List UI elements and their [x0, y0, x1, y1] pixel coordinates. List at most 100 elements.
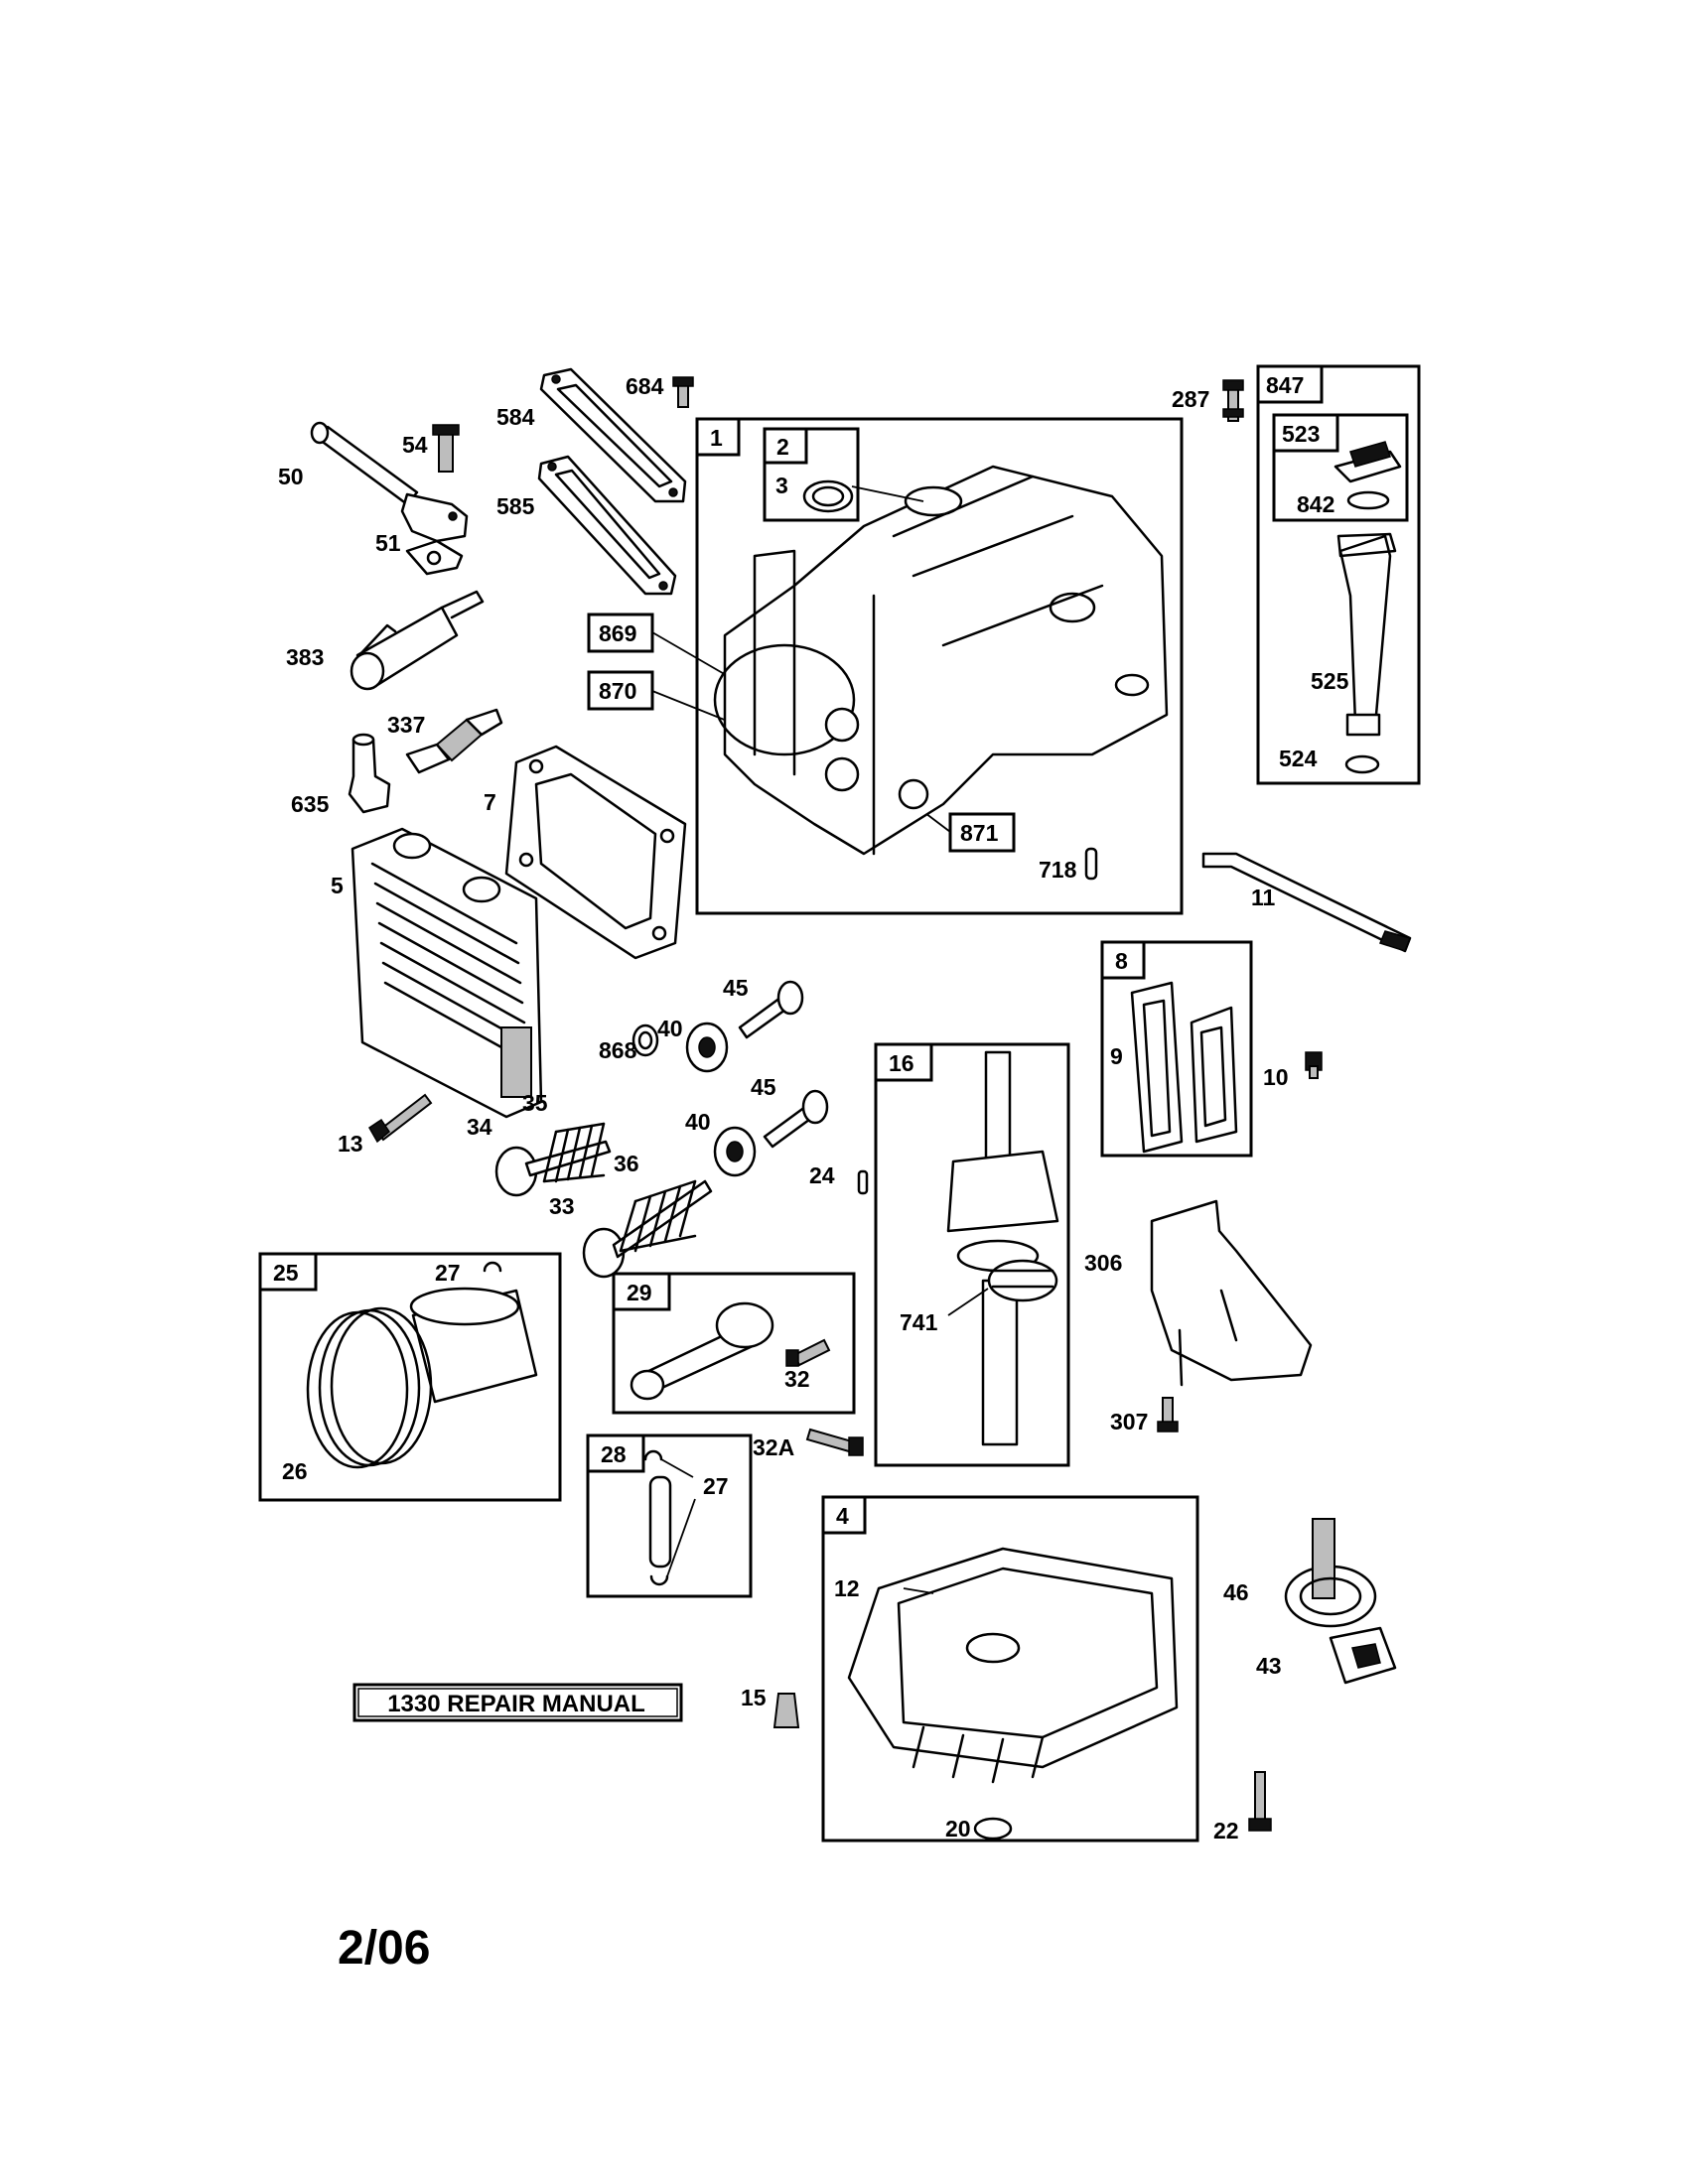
part-524-oring: [1344, 754, 1380, 774]
label-33: 33: [549, 1193, 575, 1219]
label-34: 34: [467, 1114, 492, 1140]
part-45-intake-valve: [738, 980, 804, 1039]
label-524: 524: [1279, 746, 1318, 771]
label-36: 36: [614, 1151, 639, 1176]
label-46: 46: [1223, 1579, 1249, 1605]
repair-manual-label: 1330 REPAIR MANUAL: [387, 1691, 645, 1717]
part-684-screw: [672, 376, 694, 408]
part-585-gasket: [537, 455, 677, 596]
frame-4: 4: [821, 1495, 1199, 1843]
label-26: 26: [282, 1458, 308, 1484]
part-26-rings: [306, 1306, 433, 1469]
label-20: 20: [945, 1816, 971, 1842]
label-337: 337: [387, 712, 425, 738]
part-3-seal: [802, 479, 924, 513]
box-label-847: 847: [1266, 372, 1304, 398]
part-27-clip-lower: [643, 1449, 696, 1586]
part-51-gasket: [405, 539, 464, 576]
box-label-29: 29: [627, 1280, 652, 1305]
part-45-exhaust-valve: [763, 1089, 829, 1149]
label-12: 12: [834, 1575, 860, 1601]
box-label-4: 4: [836, 1503, 849, 1529]
box-label-16: 16: [889, 1050, 914, 1076]
part-40-lower: [713, 1126, 757, 1177]
label-10: 10: [1263, 1064, 1289, 1090]
label-842: 842: [1297, 491, 1334, 517]
part-584-gasket: [539, 367, 687, 503]
part-1-cylinder-block: [713, 465, 1169, 856]
part-842-oring: [1346, 490, 1390, 510]
box-label-2: 2: [776, 434, 789, 460]
frame-2: 2: [763, 427, 860, 522]
part-16-crankshaft: [946, 1050, 1059, 1446]
label-32: 32: [784, 1366, 810, 1392]
part-15-plug: [772, 1693, 800, 1728]
label-383: 383: [286, 644, 324, 670]
label-27-upper: 27: [435, 1260, 461, 1286]
part-28-pin: [648, 1475, 672, 1569]
label-27-lower: 27: [703, 1473, 729, 1499]
part-11-tube: [1201, 852, 1412, 953]
box-label-8: 8: [1115, 948, 1128, 974]
box-label-523: 523: [1282, 421, 1320, 447]
part-10-screw: [1305, 1051, 1323, 1079]
box-label-25: 25: [273, 1260, 299, 1286]
part-32a-bolt: [805, 1428, 864, 1456]
svg-text:869: 869: [599, 620, 636, 646]
callout-871: 871: [912, 803, 1016, 853]
label-43: 43: [1256, 1653, 1282, 1679]
part-22-bolt: [1248, 1771, 1272, 1832]
frame-16: 16: [874, 1042, 1070, 1467]
label-868: 868: [599, 1037, 637, 1063]
part-635-boot: [348, 733, 391, 814]
frame-28: 28: [586, 1433, 753, 1598]
label-54: 54: [402, 432, 428, 458]
part-35-spring: [542, 1122, 606, 1183]
frame-25: 25: [258, 1252, 562, 1502]
part-43-governor: [1329, 1626, 1397, 1685]
part-27-clip-upper: [483, 1261, 502, 1273]
frame-1: 1: [695, 417, 1184, 915]
label-50: 50: [278, 464, 304, 489]
label-51: 51: [375, 530, 401, 556]
part-20-seal: [973, 1817, 1013, 1841]
label-5: 5: [331, 873, 344, 898]
label-15: 15: [741, 1685, 767, 1710]
label-525: 525: [1311, 668, 1349, 694]
label-45-lower: 45: [751, 1074, 776, 1100]
label-307: 307: [1110, 1409, 1148, 1434]
part-13-bolt: [368, 1093, 433, 1144]
svg-text:870: 870: [599, 678, 636, 704]
date-code: 2/06: [338, 1922, 430, 1975]
repair-manual-box: 1330 REPAIR MANUAL: [352, 1683, 683, 1722]
label-718: 718: [1039, 857, 1077, 883]
label-32a: 32A: [753, 1434, 794, 1460]
part-337-spark-plug: [405, 708, 503, 774]
part-40-upper: [685, 1022, 729, 1073]
label-306: 306: [1084, 1250, 1122, 1276]
label-741: 741: [900, 1309, 938, 1335]
part-523-cap: [1333, 441, 1402, 483]
label-40-upper: 40: [657, 1016, 683, 1041]
label-24: 24: [809, 1162, 835, 1188]
part-50-tube: [310, 421, 469, 543]
part-54-screw: [432, 424, 460, 473]
label-11: 11: [1251, 885, 1276, 910]
frame-847: 847: [1256, 364, 1421, 785]
leader-741: [947, 1288, 989, 1316]
part-46-gear: [1284, 1518, 1377, 1628]
part-718-pin: [1084, 847, 1098, 881]
label-45-upper: 45: [723, 975, 749, 1001]
part-306-shield: [1150, 1199, 1313, 1387]
label-585: 585: [496, 493, 535, 519]
part-5-cylinder-head: [351, 827, 543, 1119]
label-35: 35: [522, 1090, 548, 1116]
box-label-28: 28: [601, 1441, 627, 1467]
part-piston: [409, 1287, 538, 1404]
label-13: 13: [338, 1131, 363, 1157]
part-32-bolt: [785, 1338, 831, 1367]
svg-text:871: 871: [960, 820, 999, 846]
part-4-sump: [847, 1547, 1179, 1784]
label-584: 584: [496, 404, 535, 430]
